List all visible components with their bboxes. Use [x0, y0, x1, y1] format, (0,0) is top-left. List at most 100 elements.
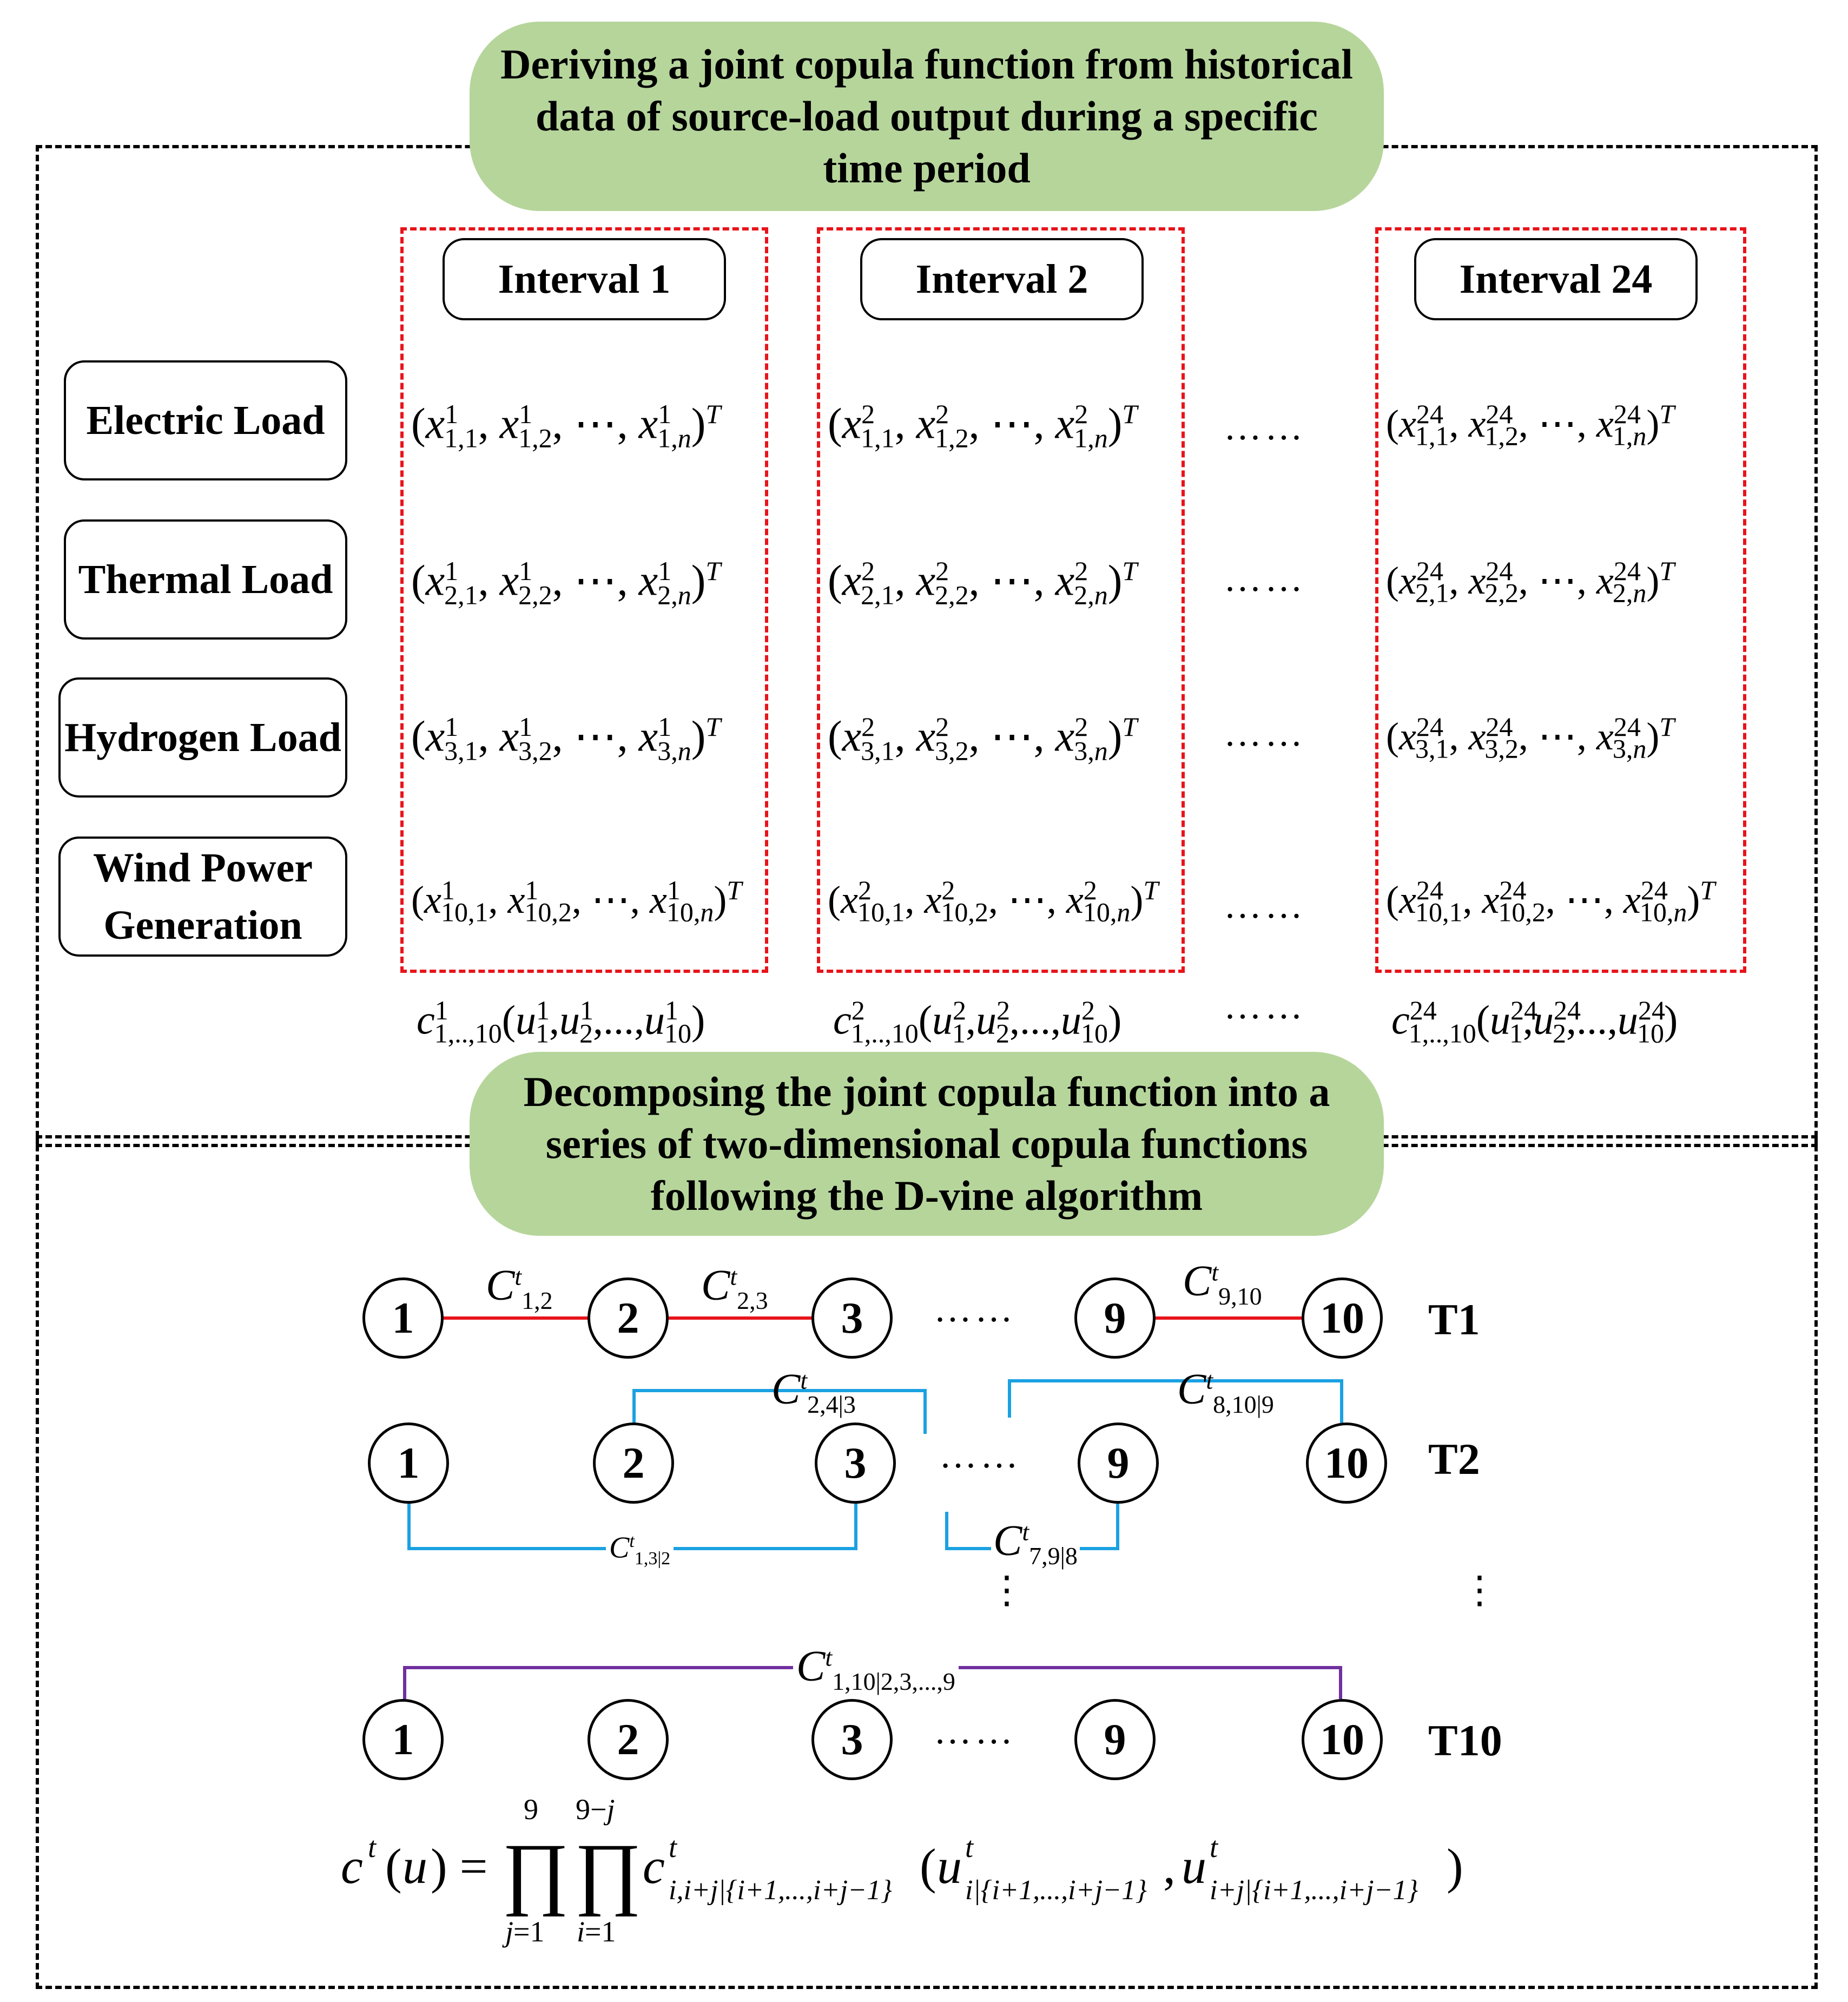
t1-node-3: 3	[811, 1277, 893, 1359]
t10-node-1: 1	[362, 1699, 444, 1780]
row-label-hydrogen-load: Hydrogen Load	[58, 677, 347, 798]
copula-sup: t	[825, 1643, 833, 1671]
svg-text:t: t	[669, 1831, 678, 1863]
copula-c12: Ct1,2	[486, 1264, 553, 1313]
joint-copula-label: c21,..,10(u21,u22,...,u210)	[833, 995, 1122, 1049]
interval-2-label: Interval 2	[860, 238, 1144, 320]
data-vector: (x13,1, x13,2, ⋯, x13,n)T	[411, 712, 721, 766]
row-label-wind-power-generation: Wind Power Generation	[58, 837, 347, 957]
svg-text:∏: ∏	[575, 1827, 642, 1917]
t1-node-9: 9	[1074, 1277, 1156, 1359]
copula-c910: Ct9,10	[1183, 1260, 1262, 1309]
t2-ellipsis: ……	[939, 1434, 1021, 1476]
t2-node-1: 1	[368, 1423, 449, 1504]
t2-node-2: 2	[593, 1423, 674, 1504]
interval-24-frame	[1375, 227, 1746, 973]
data-vector: (x12,1, x12,2, ⋯, x12,n)T	[411, 556, 721, 610]
data-vector: (x23,1, x23,2, ⋯, x23,n)T	[828, 712, 1138, 766]
data-vector: (x210,1, x210,2, ⋯, x210,n)T	[828, 875, 1159, 927]
t10-ellipsis: ……	[934, 1710, 1016, 1752]
copula-base: C	[796, 1643, 826, 1690]
copula-c13-2: Ct1,3|2	[606, 1532, 674, 1568]
data-vector: (x242,1, x242,2, ⋯, x242,n)T	[1386, 556, 1675, 608]
row-label-thermal-load: Thermal Load	[64, 519, 347, 640]
copula-base: C	[771, 1366, 801, 1413]
copula-c24-3: Ct2,4|3	[771, 1368, 856, 1417]
svg-text:): )	[1447, 1839, 1463, 1894]
svg-text:9: 9	[524, 1793, 538, 1826]
copula-base: C	[486, 1262, 515, 1309]
svg-text:,: ,	[1163, 1839, 1176, 1894]
t10-node-2: 2	[588, 1699, 669, 1780]
interval-1-label: Interval 1	[443, 238, 726, 320]
data-vector: (x241,1, x241,2, ⋯, x241,n)T	[1386, 399, 1675, 451]
data-vector: (x110,1, x110,2, ⋯, x110,n)T	[411, 875, 742, 927]
joint-copula-label: c11,..,10(u11,u12,...,u110)	[417, 995, 705, 1049]
copula-sub: 1,10|2,3,...,9	[832, 1668, 955, 1695]
copula-sup: t	[629, 1531, 635, 1551]
copula-sub: 1,2	[522, 1287, 553, 1314]
data-vector: (x22,1, x22,2, ⋯, x22,n)T	[828, 556, 1138, 610]
svg-text:i|{i+1,...,i+j−1}: i|{i+1,...,i+j−1}	[965, 1875, 1147, 1906]
copula-row-ellipsis: ……	[1224, 985, 1306, 1027]
t10-node-9: 9	[1074, 1699, 1156, 1780]
copula-sub: 8,10|9	[1213, 1391, 1274, 1418]
svg-text:j=1: j=1	[502, 1915, 544, 1948]
svg-text:t: t	[1210, 1831, 1219, 1863]
copula-sup: t	[730, 1262, 737, 1290]
t2-node-9: 9	[1078, 1423, 1159, 1504]
interval-1-text: Interval 1	[498, 256, 671, 302]
copula-sup: t	[800, 1366, 808, 1394]
row-label-text: Hydrogen Load	[64, 715, 341, 760]
copula-sub: 2,3	[737, 1287, 768, 1314]
t2-edge-2-4	[632, 1389, 927, 1434]
copula-sub: 9,10	[1218, 1282, 1262, 1310]
t1-ellipsis: ……	[934, 1288, 1016, 1330]
svg-text:i=1: i=1	[577, 1915, 616, 1948]
svg-text:u: u	[1182, 1839, 1206, 1894]
t2-edge-8-10	[1008, 1379, 1343, 1426]
svg-text:(: (	[920, 1839, 936, 1894]
copula-c110: Ct1,10|2,3,...,9	[793, 1645, 959, 1694]
data-vector: (x243,1, x243,2, ⋯, x243,n)T	[1386, 712, 1675, 764]
interval-2-frame	[817, 227, 1185, 973]
svg-text:u: u	[402, 1839, 427, 1894]
bottom-banner-text: Decomposing the joint copula function in…	[523, 1068, 1330, 1219]
copula-sup: t	[514, 1262, 522, 1290]
copula-c23: Ct2,3	[701, 1264, 768, 1313]
copula-sup: t	[1206, 1366, 1213, 1394]
tree-level-t2: T2	[1428, 1434, 1480, 1484]
row-label-text: Wind Power Generation	[93, 845, 313, 948]
copula-base: C	[1177, 1366, 1206, 1413]
bottom-banner: Decomposing the joint copula function in…	[470, 1052, 1384, 1236]
top-banner-text: Deriving a joint copula function from hi…	[500, 41, 1353, 192]
interval-2-text: Interval 2	[915, 256, 1088, 302]
data-vector: (x21,1, x21,2, ⋯, x21,n)T	[828, 399, 1138, 453]
interval-1-frame	[400, 227, 768, 973]
svg-text:(: (	[385, 1839, 402, 1894]
tree-level-t10: T10	[1428, 1716, 1502, 1765]
t1-node-1: 1	[362, 1277, 444, 1359]
svg-text:i,i+j|{i+1,...,i+j−1}: i,i+j|{i+1,...,i+j−1}	[669, 1875, 892, 1906]
copula-c79-8: Ct7,9|8	[991, 1519, 1080, 1569]
copula-base: C	[1183, 1257, 1212, 1305]
t1-node-2: 2	[588, 1277, 669, 1359]
t10-node-3: 3	[811, 1699, 893, 1780]
svg-text:u: u	[937, 1839, 962, 1894]
row-2-ellipsis: ……	[1224, 558, 1306, 600]
svg-text:i+j|{i+1,...,i+j−1}: i+j|{i+1,...,i+j−1}	[1210, 1875, 1418, 1906]
svg-text:9−j: 9−j	[576, 1793, 615, 1826]
svg-text:t: t	[368, 1831, 377, 1863]
top-banner: Deriving a joint copula function from hi…	[470, 22, 1384, 211]
t2-node-10: 10	[1306, 1423, 1387, 1504]
data-vector: (x11,1, x11,2, ⋯, x11,n)T	[411, 399, 721, 453]
copula-sub: 1,3|2	[634, 1548, 671, 1569]
copula-c810-9: Ct8,10|9	[1177, 1368, 1274, 1417]
svg-text:t: t	[965, 1831, 974, 1863]
joint-copula-label: c241,..,10(u241,u242,...,u2410)	[1391, 995, 1678, 1049]
row-1-ellipsis: ……	[1224, 406, 1306, 448]
svg-text:c: c	[643, 1839, 665, 1894]
t1-node-10: 10	[1302, 1277, 1383, 1359]
interval-24-text: Interval 24	[1459, 256, 1653, 302]
